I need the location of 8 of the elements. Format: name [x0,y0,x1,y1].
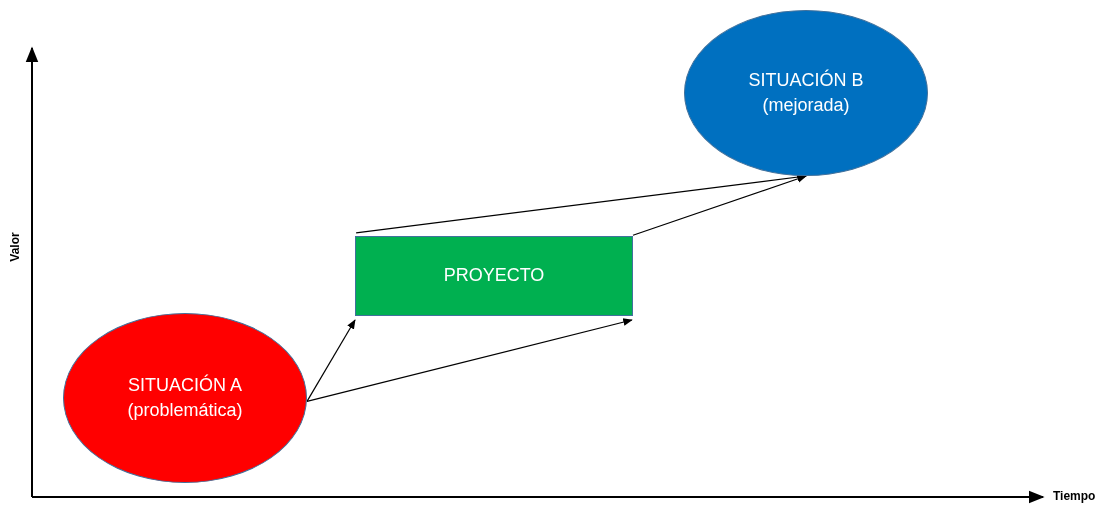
process-box: PROYECTO [355,236,633,316]
ellipse-node: SITUACIÓN A (problemática) [63,313,307,483]
axis-label: Tiempo [1053,489,1096,503]
arrow [632,175,807,236]
axis-label: Valor [7,232,22,262]
arrow [306,319,356,402]
arrow [306,318,633,402]
ellipse-node: SITUACIÓN B (mejorada) [684,10,928,176]
